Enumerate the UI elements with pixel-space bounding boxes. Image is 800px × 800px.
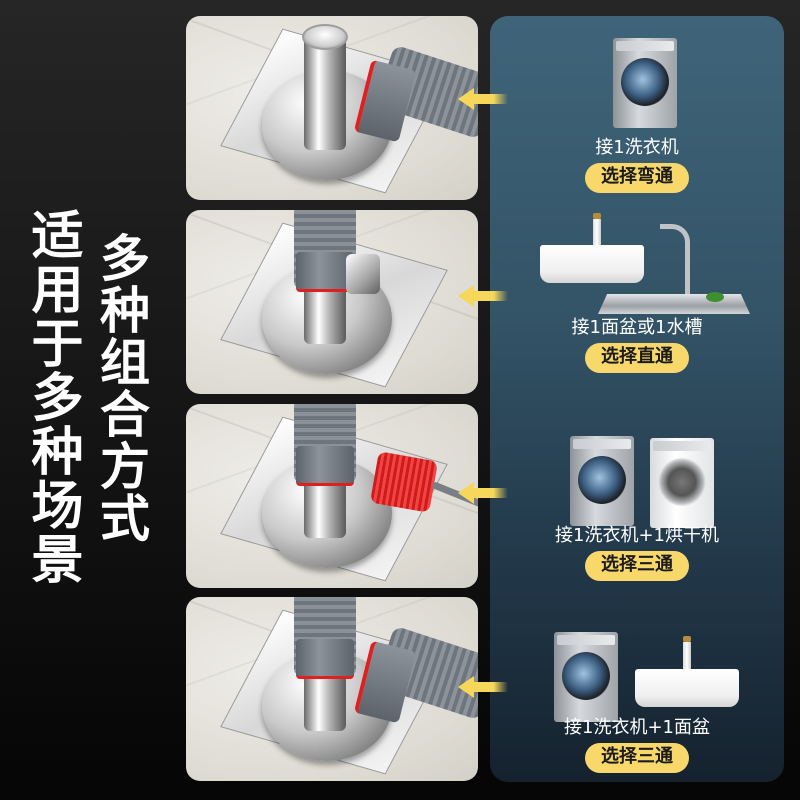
arrow-left-icon [458,482,508,504]
chrome-cap [302,24,348,50]
arrow-left-icon [458,88,508,110]
connector-badge: 选择三通 [585,743,689,773]
scene-tee-connector-basin [186,597,478,781]
washing-machine-icon [613,38,677,128]
washing-machine-icon [570,436,634,526]
vegetable-icon [706,292,724,302]
hose-collar [296,252,354,292]
red-threaded-plug [369,451,439,513]
case-washer: 接1洗衣机 选择弯通 [490,136,784,193]
case-title: 接1洗衣机+1面盆 [564,717,710,738]
connector-badge: 选择三通 [585,551,689,581]
case-washer-dryer: 接1洗衣机+1烘干机 选择三通 [490,524,784,581]
case-title: 接1面盆或1水槽 [571,317,703,338]
wash-basin-icon [540,245,644,283]
washing-machine-icon [554,632,618,722]
basin-faucet-icon [593,213,601,247]
hose-collar [296,639,354,679]
kitchen-sink-icon [598,294,750,314]
scene-tee-connector-dryer [186,404,478,588]
arrow-left-icon [458,285,508,307]
basin-faucet-icon [683,636,691,670]
scene-straight-connector [186,210,478,394]
arrow-left-icon [458,676,508,698]
case-title: 接1洗衣机+1烘干机 [555,525,719,546]
headline-primary: 适用于多种场景 [22,208,82,586]
hose-collar [296,446,354,486]
case-washer-basin: 接1洗衣机+1面盆 选择三通 [490,716,784,773]
case-title: 接1洗衣机 [595,137,679,158]
connector-badge: 选择直通 [585,343,689,373]
applications-panel: 接1洗衣机 选择弯通 接1面盆或1水槽 选择直通 接1洗衣机+1烘干机 选择三通… [490,16,784,782]
dryer-icon [650,438,714,528]
connector-badge: 选择弯通 [585,163,689,193]
side-cap [346,254,380,294]
chrome-pipe [304,30,346,150]
kitchen-faucet-icon [660,224,690,304]
wash-basin-icon [635,669,739,707]
scene-elbow-connector [186,16,478,200]
case-basin-or-sink: 接1面盆或1水槽 选择直通 [490,316,784,373]
headline-secondary: 多种组合方式 [92,232,150,544]
